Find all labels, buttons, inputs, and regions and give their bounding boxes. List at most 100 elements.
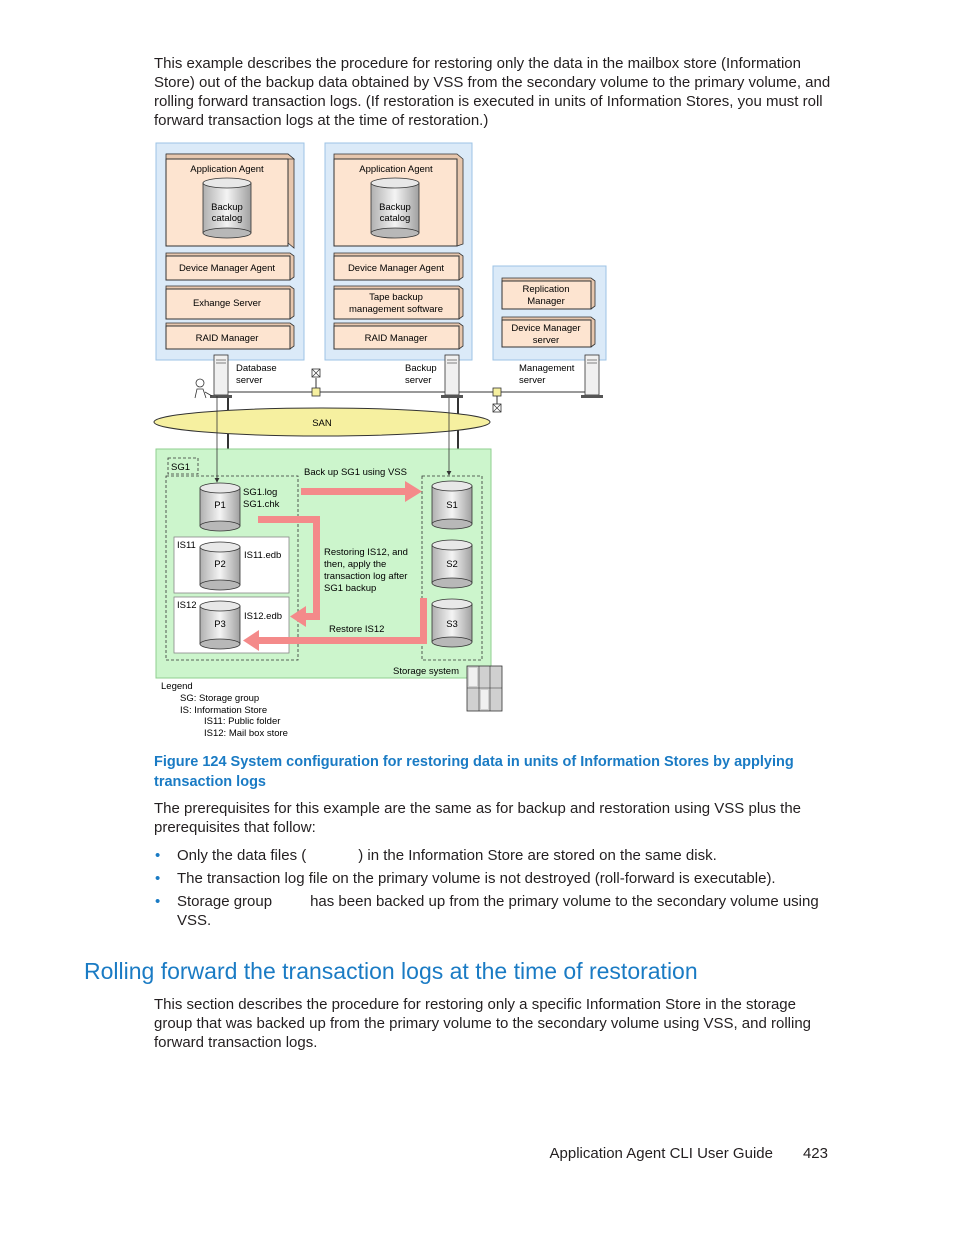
bullet-icon: •	[155, 870, 161, 887]
device-manager-agent-box: Device Manager Agent	[333, 252, 464, 281]
raid-manager-box: RAID Manager	[333, 322, 464, 350]
svg-text:RAID Manager: RAID Manager	[365, 333, 428, 344]
svg-text:management software: management software	[349, 304, 443, 315]
backup-catalog-cylinder: Backup catalog	[370, 177, 420, 239]
guide-title: Application Agent CLI User Guide	[549, 1145, 773, 1162]
system-configuration-figure: Application Agent Backup catalog Device …	[153, 142, 607, 739]
svg-text:Exhange Server: Exhange Server	[193, 298, 261, 309]
svg-text:S2: S2	[446, 559, 458, 570]
primary-volumes-group	[165, 475, 299, 661]
page-number: 423	[802, 1145, 828, 1162]
storage-system-label: Storage system	[393, 666, 459, 677]
svg-text:Back up SG1 using VSS: Back up SG1 using VSS	[304, 467, 407, 478]
database-server-tower-icon	[210, 354, 232, 398]
svg-text:server: server	[405, 375, 431, 386]
san-ellipse: SAN	[153, 398, 491, 450]
svg-text:Manager: Manager	[527, 296, 565, 307]
svg-text:S3: S3	[446, 619, 458, 630]
raid-manager-box: RAID Manager	[165, 322, 295, 350]
svg-text:Backup: Backup	[379, 202, 411, 213]
svg-text:Backup: Backup	[211, 202, 243, 213]
is12-edb-label: IS12.edb	[244, 611, 282, 622]
svg-text:IS: Information Store: IS: Information Store	[180, 705, 267, 716]
management-server-label: Management	[519, 363, 575, 374]
svg-text:RAID Manager: RAID Manager	[196, 333, 259, 344]
app-agent-label: Application Agent	[190, 164, 264, 175]
bullet-icon: •	[155, 847, 161, 864]
backup-server-panel: Application Agent Backup catalog Device …	[324, 142, 473, 361]
backup-catalog-cylinder: Backup catalog	[202, 177, 252, 239]
svg-text:server: server	[236, 375, 262, 386]
is12-label: IS12	[177, 600, 197, 611]
device-manager-agent-box: Device Manager Agent	[165, 252, 295, 281]
svg-text:Device Manager Agent: Device Manager Agent	[348, 263, 444, 274]
volume-p1-cylinder: P1	[199, 482, 241, 532]
svg-text:Device Manager: Device Manager	[511, 323, 580, 334]
section-heading: Rolling forward the transaction logs at …	[84, 958, 698, 984]
bullet-icon: •	[155, 893, 161, 910]
volume-s2-cylinder: S2	[431, 539, 473, 589]
volume-s1-cylinder: S1	[431, 480, 473, 530]
lan-line	[218, 368, 592, 413]
svg-text:S1: S1	[446, 500, 458, 511]
svg-text:Application Agent: Application Agent	[359, 164, 433, 175]
svg-text:Replication: Replication	[523, 284, 570, 295]
backup-server-tower-icon	[441, 354, 463, 398]
tape-backup-box: Tape backup management software	[333, 285, 464, 320]
legend: Legend SG: Storage group IS: Information…	[161, 681, 288, 739]
svg-text:Tape backup: Tape backup	[369, 292, 423, 303]
figure-caption: Figure 124 System configuration for rest…	[154, 754, 794, 790]
sg1-label: SG1	[171, 462, 190, 473]
list-item: • The transaction log file on the primar…	[155, 870, 776, 887]
svg-text:catalog: catalog	[380, 213, 411, 224]
operator-person-icon	[194, 378, 213, 399]
secondary-volumes-group	[421, 475, 483, 661]
sg1-chk-label: SG1.chk	[243, 499, 280, 510]
volume-p3-cylinder: P3	[199, 600, 241, 650]
backup-arrow: Back up SG1 using VSS	[301, 467, 422, 502]
restoring-arrow: Restoring IS12, and then, apply the tran…	[258, 516, 408, 627]
storage-system-panel: SG1 P1 SG1.log SG1.chk IS11 P2 IS11.edb …	[155, 396, 492, 679]
management-server-panel: Replication Manager Device Manager serve…	[492, 265, 607, 361]
is11-edb-label: IS11.edb	[244, 550, 281, 561]
svg-text:Restoring IS12, and: Restoring IS12, and	[324, 547, 408, 558]
svg-text:Legend: Legend	[161, 681, 193, 692]
device-manager-server-box: Device Manager server	[501, 316, 596, 348]
sg1-log-label: SG1.log	[243, 487, 277, 498]
svg-text:catalog: catalog	[212, 213, 243, 224]
svg-text:P1: P1	[214, 500, 226, 511]
svg-text:SAN: SAN	[312, 418, 332, 429]
replication-manager-box: Replication Manager	[501, 277, 596, 310]
svg-text:server: server	[519, 375, 545, 386]
page-footer: Application Agent CLI User Guide 423	[550, 1144, 829, 1163]
svg-text:Restore IS12: Restore IS12	[329, 624, 384, 635]
svg-text:server: server	[533, 335, 559, 346]
svg-text:Device Manager Agent: Device Manager Agent	[179, 263, 275, 274]
section-paragraph: This section describes the procedure for…	[154, 996, 812, 1051]
svg-text:P2: P2	[214, 559, 226, 570]
list-item: • Only the data files () in the Informat…	[155, 847, 717, 864]
svg-text:then, apply the: then, apply the	[324, 559, 386, 570]
exchange-server-box: Exhange Server	[165, 285, 295, 320]
database-server-panel: Application Agent Backup catalog Device …	[155, 142, 305, 361]
database-server-label: Database	[236, 363, 277, 374]
application-agent-box: Application Agent Backup catalog	[165, 153, 296, 249]
prerequisites-list: • Only the data files () in the Informat…	[154, 846, 834, 934]
prerequisites-paragraph: The prerequisites for this example are t…	[154, 800, 802, 836]
restore-is12-arrow: Restore IS12	[243, 598, 427, 651]
application-agent-box: Application Agent Backup catalog	[333, 153, 464, 247]
volume-s3-cylinder: S3	[431, 598, 473, 648]
svg-text:SG: Storage group: SG: Storage group	[180, 693, 259, 704]
svg-text:IS12: Mail box store: IS12: Mail box store	[204, 728, 288, 739]
management-server-tower-icon	[581, 354, 603, 398]
intro-paragraph: This example describes the procedure for…	[154, 55, 831, 129]
svg-text:IS11: Public folder: IS11: Public folder	[204, 716, 280, 727]
svg-text:P3: P3	[214, 619, 226, 630]
volume-p2-cylinder: P2	[199, 541, 241, 591]
is11-label: IS11	[177, 540, 196, 551]
svg-text:SG1 backup: SG1 backup	[324, 583, 376, 594]
svg-text:transaction log after: transaction log after	[324, 571, 407, 582]
storage-cabinet-icon	[466, 665, 503, 712]
backup-server-label: Backup	[405, 363, 437, 374]
